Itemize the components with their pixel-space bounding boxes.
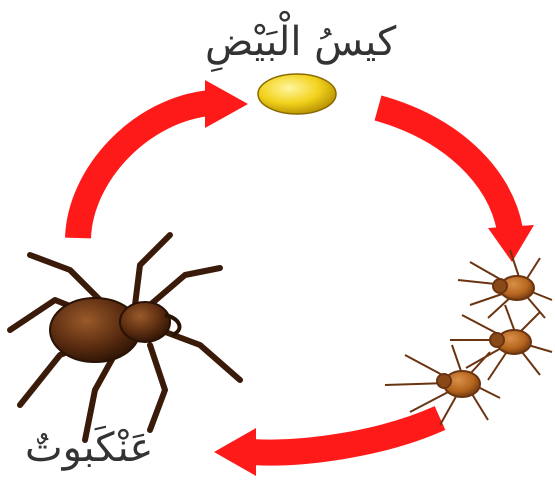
egg-sac-icon (258, 74, 336, 114)
spiderlings-icon (385, 250, 552, 425)
arrow-spiderlings-to-spider (214, 418, 440, 476)
spider-label: عَنْكَبوتٌ (25, 428, 153, 468)
spiderling-3 (385, 345, 500, 425)
spiderling-2 (450, 305, 552, 380)
arrow-spider-to-egg (78, 80, 248, 238)
egg-sac-label: كيسُ الْبَيْضِ (205, 22, 396, 62)
arrow-egg-to-spiderlings (378, 108, 534, 262)
adult-spider-icon (10, 235, 240, 440)
